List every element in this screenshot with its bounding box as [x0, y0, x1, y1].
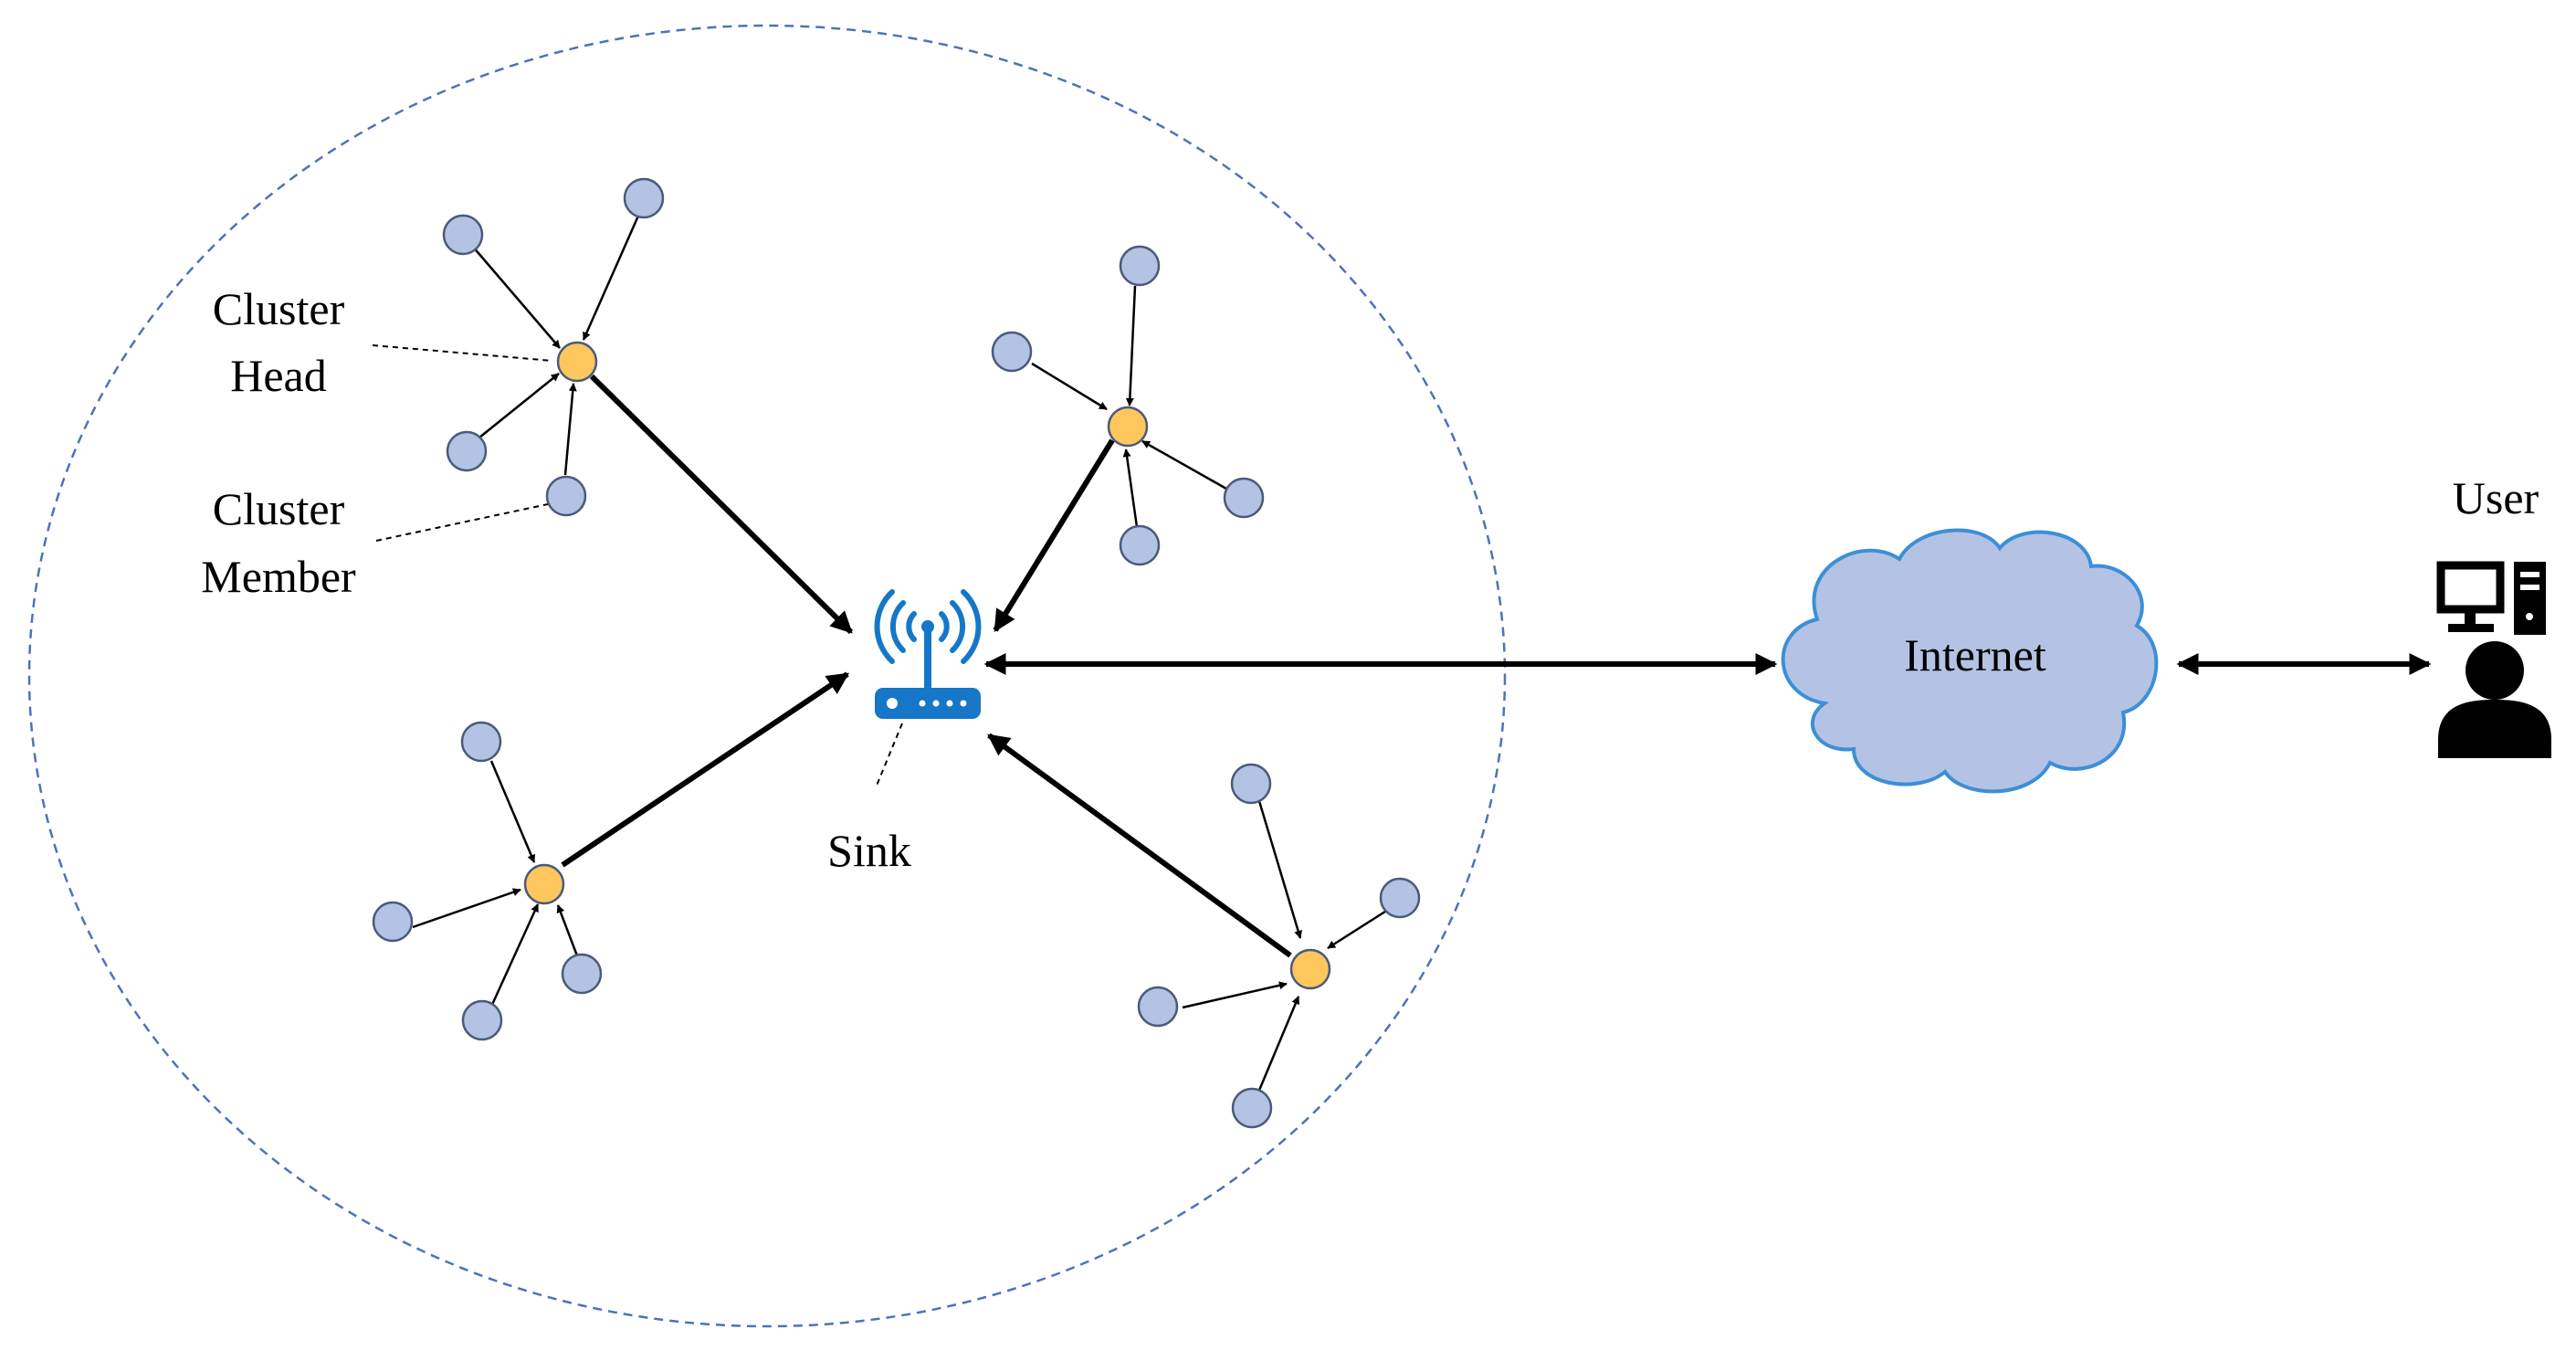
- cluster-head-label-line1: Cluster: [213, 283, 345, 334]
- user-label: User: [2453, 472, 2539, 523]
- member-node: [460, 721, 502, 763]
- label-leaders: [372, 344, 903, 786]
- member-node: [446, 430, 488, 472]
- cluster-head-node: [523, 863, 565, 905]
- head-to-sink-links: [561, 374, 1292, 958]
- network-boundary: [27, 24, 1507, 1328]
- member-node: [1223, 477, 1265, 519]
- member-node: [561, 953, 603, 995]
- cluster-head-node: [1289, 948, 1331, 990]
- member-node: [1137, 986, 1179, 1028]
- member-node: [1230, 763, 1272, 805]
- member-node: [1119, 245, 1161, 287]
- cloud-icon: [1781, 528, 2159, 794]
- user-with-computer-icon: [2436, 561, 2551, 758]
- member-node: [545, 475, 587, 517]
- cluster-head-node: [556, 341, 598, 383]
- member-links: [412, 213, 1389, 1093]
- member-node: [442, 214, 484, 256]
- cluster-head-node: [1107, 406, 1149, 448]
- internet-label: Internet: [1904, 629, 2046, 680]
- wireless-router-icon: [874, 589, 982, 719]
- member-node: [1379, 877, 1421, 919]
- member-node: [372, 901, 414, 943]
- member-node: [623, 177, 665, 219]
- cluster-heads: [523, 341, 1331, 990]
- member-node: [1231, 1087, 1273, 1129]
- cluster-members: [372, 177, 1421, 1129]
- member-node: [1119, 524, 1161, 566]
- cluster-head-label-line2: Head: [230, 350, 327, 401]
- member-node: [461, 999, 503, 1041]
- member-node: [991, 331, 1033, 373]
- cluster-member-label-line2: Member: [201, 551, 356, 602]
- sink-label: Sink: [827, 825, 911, 876]
- cluster-member-label-line1: Cluster: [213, 483, 345, 534]
